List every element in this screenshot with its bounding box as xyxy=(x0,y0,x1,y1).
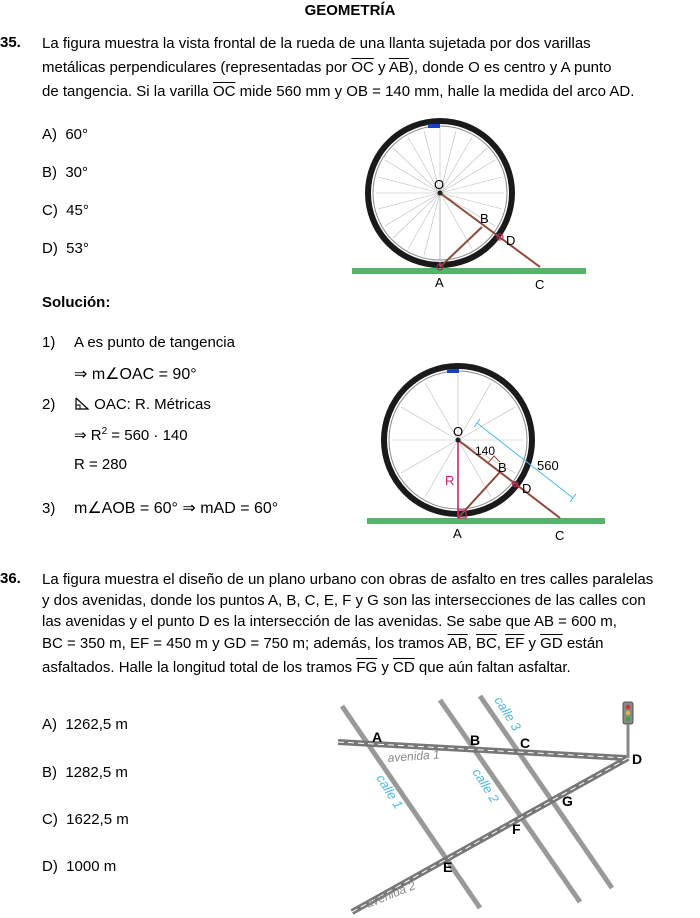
calle-1-line xyxy=(339,704,483,910)
q35-option-c[interactable]: C) 45° xyxy=(42,202,89,219)
label2-140: 140 xyxy=(475,444,495,458)
wheel-figure: O B D A C xyxy=(352,118,586,292)
point-o xyxy=(437,190,443,196)
label2-b: B xyxy=(498,460,507,475)
solution-step3-equation: m∠AOB = 60° ⇒ mAD = 60° xyxy=(74,500,279,517)
segment-oc-2: OC xyxy=(212,83,236,100)
solution-step1-text: A es punto de tangencia xyxy=(74,334,235,351)
ground-line xyxy=(352,268,586,274)
label-o: O xyxy=(434,177,444,192)
map-label-a: A xyxy=(372,729,382,745)
segment36-bc: BC xyxy=(475,635,497,652)
calle-2-line xyxy=(437,698,583,904)
question-35-line1: La figura muestra la vista frontal de la… xyxy=(42,35,591,52)
right-angle-a xyxy=(457,509,467,519)
solution-step1-equation: ⇒ m∠OAC = 90° xyxy=(74,366,197,383)
page-title: GEOMETRÍA xyxy=(304,2,396,19)
map-label-g: G xyxy=(562,793,573,809)
segment-ab-line xyxy=(439,226,483,268)
question-35-line3: de tangencia. Si la varilla OC mide 560 … xyxy=(42,83,635,100)
segment36-cd: CD xyxy=(393,659,415,676)
arc-ad: AD xyxy=(609,83,631,100)
q35-option-a[interactable]: A) 60° xyxy=(42,126,89,143)
label-avenida-2: avenida 2 xyxy=(364,878,418,911)
q35-line2-a: metálicas perpendiculares (representadas… xyxy=(42,59,348,76)
map-label-c: C xyxy=(520,735,530,751)
point2-o xyxy=(455,437,461,443)
segment36-ab: AB xyxy=(447,635,468,652)
question-36-line5: asfaltados. Halle la longitud total de l… xyxy=(42,659,571,676)
q36-option-a[interactable]: A) 1262,5 m xyxy=(42,716,128,733)
calle-3-line xyxy=(477,694,615,890)
valve2-mark xyxy=(447,369,459,373)
segment2-oc xyxy=(457,439,561,519)
q35-option-b[interactable]: B) 30° xyxy=(42,164,89,181)
label2-a: A xyxy=(453,526,462,541)
solution-step3-number: 3) xyxy=(42,500,56,517)
segment-oc-line xyxy=(439,192,541,268)
solution-step1-number: 1) xyxy=(42,334,56,351)
label-avenida-1: avenida 1 xyxy=(387,747,440,765)
question-35-line2: metálicas perpendiculares (representadas… xyxy=(42,56,612,80)
point2-d xyxy=(511,480,519,488)
question-36-line1: La figura muestra el diseño de un plano … xyxy=(42,571,654,588)
q36-option-d[interactable]: D) 1000 m xyxy=(42,858,117,875)
question-36-number: 36. xyxy=(0,570,21,587)
q35-option-d[interactable]: D) 53° xyxy=(42,240,89,257)
map-label-b: B xyxy=(470,732,480,748)
q35-line2-y: y xyxy=(378,59,386,76)
solution-step2-equation: ⇒ R2 = 560 · 140 xyxy=(74,426,188,444)
map-label-f: F xyxy=(512,821,521,837)
segment36-gd: GD xyxy=(540,635,563,652)
q35-line3-b: mide 560 mm y OB = 140 mm, halle la medi… xyxy=(239,83,607,100)
label2-o: O xyxy=(453,424,463,439)
segment-ab: AB xyxy=(388,59,409,76)
label2-d: D xyxy=(522,481,531,496)
segment36-ef: EF xyxy=(505,635,525,652)
map-label-e: E xyxy=(443,859,452,875)
ground2-line xyxy=(367,518,605,524)
label2-c: C xyxy=(555,528,564,543)
label-b: B xyxy=(480,211,489,226)
label2-560: 560 xyxy=(537,458,559,473)
dimension-560 xyxy=(476,422,574,499)
q35-line2-b: ), donde O es centro y A punto xyxy=(408,59,612,76)
question-35-number: 35. xyxy=(0,34,21,51)
solution-step2-text: OAC: R. Métricas xyxy=(74,396,211,413)
question-36-line4: BC = 350 m, EF = 450 m y GD = 750 m; ade… xyxy=(42,635,604,652)
map-label-d: D xyxy=(632,751,642,767)
q36-option-b[interactable]: B) 1282,5 m xyxy=(42,764,128,781)
wheel-spokes xyxy=(376,129,504,257)
label-a: A xyxy=(435,275,444,290)
urban-map-figure: A B C D E F G avenida 1 avenida 2 calle … xyxy=(337,694,642,915)
solution-step2-result: R = 280 xyxy=(74,456,127,473)
segment-oc: OC xyxy=(351,59,374,76)
point-a xyxy=(436,263,444,271)
wheel-solution-figure: O 140 B 560 D R A C xyxy=(367,363,605,543)
right-triangle-icon xyxy=(75,397,90,410)
label-d: D xyxy=(506,233,515,248)
solution-heading: Solución: xyxy=(42,294,111,311)
right-angle-b xyxy=(487,455,501,464)
label-calle-3: calle 3 xyxy=(491,694,524,734)
valve-mark xyxy=(428,124,440,128)
segment36-fg: FG xyxy=(356,659,378,676)
label-c: C xyxy=(535,277,544,292)
question-36-line2: y dos avenidas, donde los puntos A, B, C… xyxy=(42,592,646,609)
solution-step2-number: 2) xyxy=(42,396,56,413)
q35-line3-a: de tangencia. Si la varilla xyxy=(42,83,209,100)
q36-option-c[interactable]: C) 1622,5 m xyxy=(42,811,129,828)
point-d xyxy=(496,233,504,241)
question-36-line3: las avenidas y el punto D es la intersec… xyxy=(42,613,617,630)
label2-r: R xyxy=(445,473,454,488)
